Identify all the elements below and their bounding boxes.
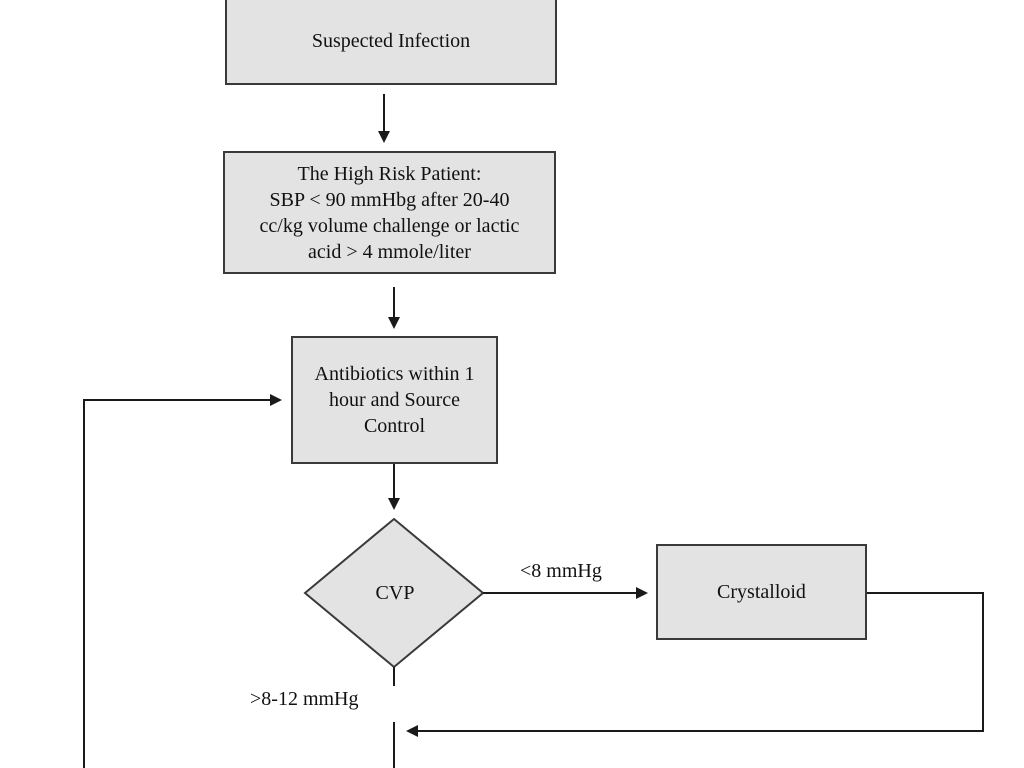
- edge-label-cvp-high: >8-12 mmHg: [250, 688, 359, 710]
- node-crystalloid: Crystalloid: [656, 544, 867, 640]
- node-antibiotics: Antibiotics within 1 hour and Source Con…: [291, 336, 498, 464]
- connector-left-feedback: [83, 394, 282, 768]
- node-high-risk-patient-label: The High Risk Patient: SBP < 90 mmHbg af…: [259, 162, 520, 263]
- node-high-risk-patient: The High Risk Patient: SBP < 90 mmHbg af…: [223, 151, 556, 274]
- node-suspected-infection-label: Suspected Infection: [311, 29, 471, 52]
- node-crystalloid-label: Crystalloid: [717, 581, 806, 603]
- cvp-decision-label: CVP: [375, 581, 415, 604]
- node-suspected-infection: Suspected Infection: [225, 0, 557, 85]
- node-antibiotics-label: Antibiotics within 1 hour and Source Con…: [314, 363, 475, 437]
- connector-crystalloid-return: [406, 592, 984, 737]
- edge-label-cvp-low: <8 mmHg: [520, 560, 602, 582]
